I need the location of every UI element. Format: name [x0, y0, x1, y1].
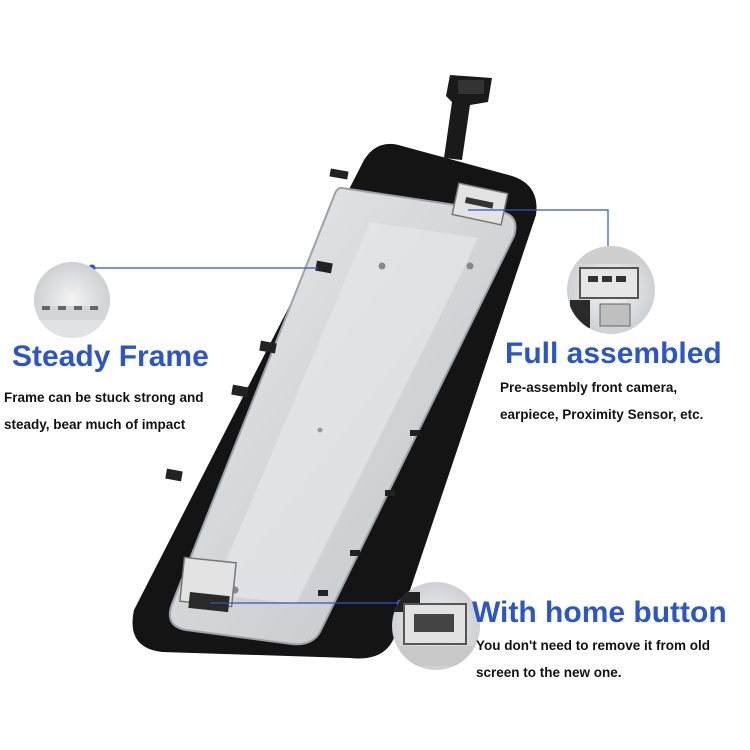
- home-button-line-2: screen to the new one.: [476, 665, 622, 680]
- full-assembled-line-1: Pre-assembly front camera,: [500, 380, 678, 395]
- home-button-title: With home button: [472, 596, 727, 629]
- steady-frame-line-2: steady, bear much of impact: [4, 417, 186, 432]
- full-assembled-line-2: earpiece, Proximity Sensor, etc.: [500, 407, 704, 422]
- home-button-line-1: You don't need to remove it from old: [476, 638, 710, 653]
- zoom-full-assembled: [567, 246, 655, 334]
- steady-frame-description: Frame can be stuck strong and steady, be…: [4, 384, 234, 438]
- home-button-description: You don't need to remove it from old scr…: [476, 632, 746, 686]
- full-assembled-description: Pre-assembly front camera, earpiece, Pro…: [500, 374, 740, 428]
- flex-cable: [444, 75, 492, 160]
- zoom-steady-frame: [34, 262, 110, 338]
- zoom-home-button: [392, 582, 480, 670]
- steady-frame-line-1: Frame can be stuck strong and: [4, 390, 204, 405]
- phone-frame: [132, 143, 537, 659]
- callout-lines: [92, 209, 609, 604]
- full-assembled-title: Full assembled: [505, 337, 722, 370]
- steady-frame-title: Steady Frame: [12, 340, 209, 373]
